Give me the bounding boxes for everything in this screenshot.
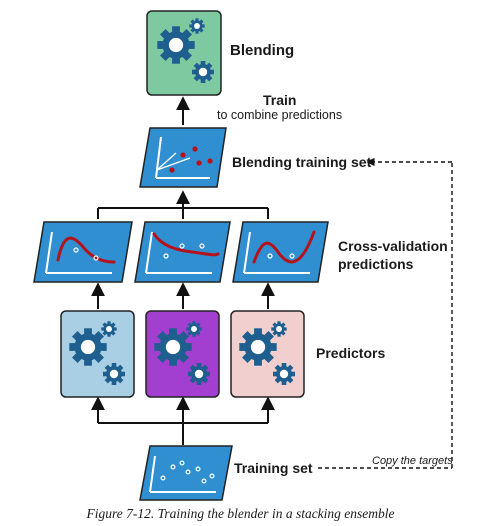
large-gear-icon [157, 26, 195, 64]
train-sub-label: to combine predictions [217, 108, 343, 122]
small-gear-icon [186, 321, 202, 337]
predictor-3 [230, 310, 305, 398]
large-gear-icon [69, 328, 107, 366]
axes-icon [155, 136, 210, 179]
cv-panel-3 [232, 221, 329, 283]
small-gear-icon [189, 18, 205, 34]
training-set-panel [139, 445, 233, 501]
large-gear-icon [154, 328, 192, 366]
predictor-1 [60, 310, 135, 398]
blending-label: Blending [230, 42, 295, 59]
medium-gear-icon [273, 363, 295, 385]
connectors [91, 96, 275, 445]
medium-gear-icon [192, 61, 214, 83]
medium-gear-icon [103, 363, 125, 385]
blending-training-set-label: Blending training set [232, 154, 372, 170]
blender-box [146, 10, 222, 96]
large-gear-icon [239, 328, 277, 366]
train-label: Train [263, 92, 297, 108]
cv-panel-2 [134, 221, 231, 283]
cv-label-line2: predictions [338, 256, 414, 272]
small-gear-icon [271, 321, 287, 337]
medium-gear-icon [188, 363, 210, 385]
predictor-2 [145, 310, 220, 398]
training-set-label: Training set [234, 460, 313, 476]
blending-training-set-panel [139, 127, 227, 188]
cv-label-line1: Cross-validation [338, 238, 448, 254]
copy-targets-label: Copy the targets [372, 455, 453, 467]
predictors-label: Predictors [316, 345, 386, 361]
small-gear-icon [101, 321, 117, 337]
blend-points [169, 146, 213, 173]
training-points [160, 460, 215, 484]
cv-panel-1 [33, 221, 133, 283]
figure-caption: Figure 7-12. Training the blender in a s… [86, 506, 395, 521]
copy-targets-path [318, 157, 453, 469]
